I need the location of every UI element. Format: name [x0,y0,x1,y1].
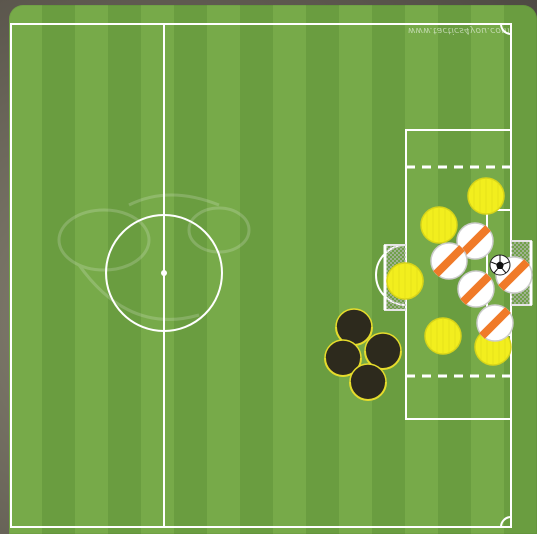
yellow-player-2[interactable] [421,207,457,243]
yellow-player-4[interactable] [425,318,461,354]
striped-player-3[interactable] [458,271,494,307]
yellow-player-1[interactable] [468,178,504,214]
center-spot [161,270,167,276]
players-layer [325,178,532,400]
football-pitch: www.tactics4you.com [9,5,537,534]
website-watermark: www.tactics4you.com [385,25,510,35]
corner-arc [501,517,511,527]
striped-player-2[interactable] [431,243,467,279]
striped-player-4[interactable] [477,305,513,341]
soccer-ball-icon[interactable] [490,255,510,275]
yellow-goalkeeper[interactable] [387,263,423,299]
black-player-4[interactable] [350,364,386,400]
pitch-markings [9,5,537,534]
